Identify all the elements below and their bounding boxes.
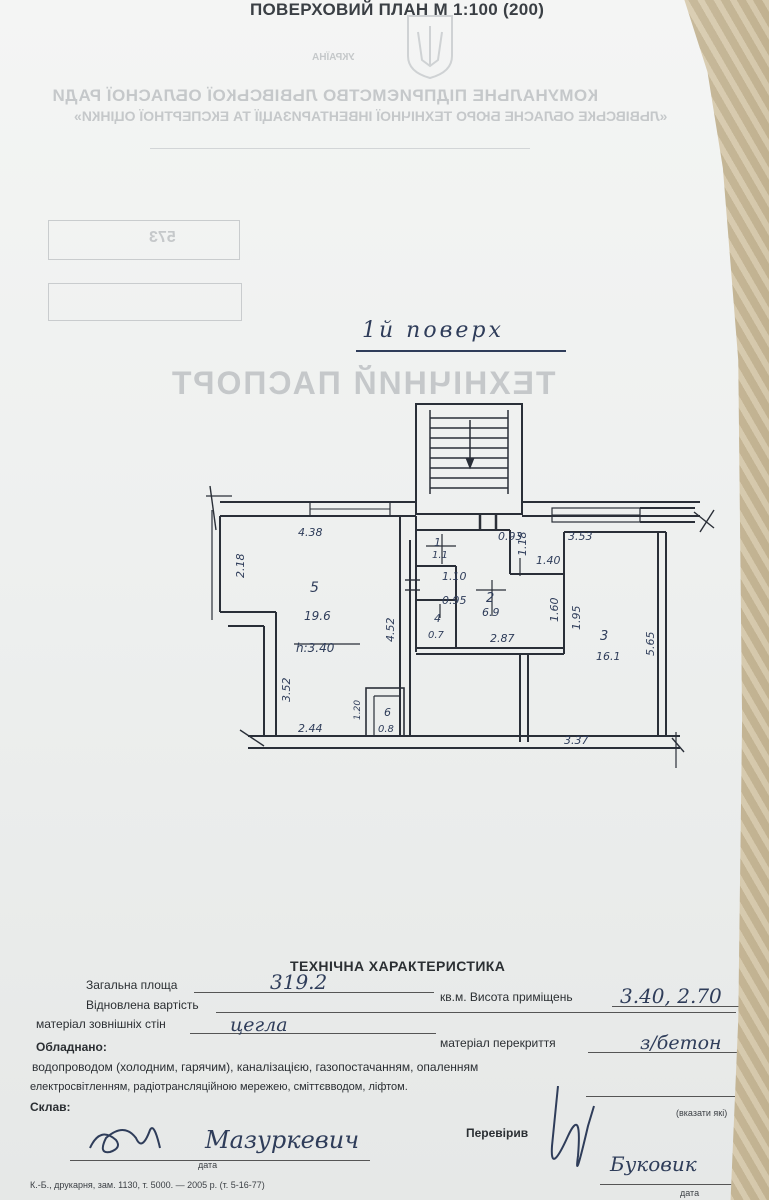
dim-1.18: 1.18 bbox=[516, 532, 529, 557]
checked-signature: Буковик bbox=[610, 1152, 697, 1176]
dim-3.52: 3.52 bbox=[280, 678, 293, 703]
checked-signature-line bbox=[600, 1184, 743, 1185]
ceiling-material-label: матеріал перекриття bbox=[440, 1036, 556, 1050]
height-value: 3.40, 2.70 bbox=[620, 984, 722, 1008]
coat-of-arms-icon bbox=[407, 15, 453, 80]
dim-4.52: 4.52 bbox=[384, 618, 397, 643]
ghost-country: УКРАЇНА bbox=[312, 52, 355, 63]
compiled-signature-line bbox=[70, 1160, 370, 1161]
dim-2.87: 2.87 bbox=[490, 632, 515, 645]
room-4-number: 4 bbox=[434, 612, 441, 625]
dim-2.18: 2.18 bbox=[234, 554, 247, 579]
dim-5.65: 5.65 bbox=[644, 632, 657, 657]
compiled-date-label: дата bbox=[198, 1160, 218, 1170]
room-6-area: 0.8 bbox=[378, 724, 394, 735]
equipped-line-2: електросвітленням, радіотрансляційною ме… bbox=[30, 1081, 408, 1093]
equipped-label: Обладнано: bbox=[36, 1040, 107, 1054]
ghost-box-value: 573 bbox=[149, 229, 176, 246]
total-area-line bbox=[194, 992, 434, 993]
room-2-number: 2 bbox=[486, 591, 494, 606]
dim-1.10: 1.10 bbox=[442, 570, 467, 583]
ceiling-material-line bbox=[588, 1052, 743, 1053]
wall-material-value: цегла bbox=[230, 1014, 288, 1036]
dim-3.37: 3.37 bbox=[564, 734, 589, 747]
dim-2.44: 2.44 bbox=[298, 722, 323, 735]
equipped-extra-line bbox=[586, 1096, 743, 1097]
dim-1.40: 1.40 bbox=[536, 554, 561, 567]
dim-0.95: 0.95 bbox=[442, 594, 467, 607]
checked-label: Перевірив bbox=[466, 1126, 529, 1140]
page-title: ПОВЕРХОВИЙ ПЛАН М 1:100 (200) bbox=[250, 0, 545, 19]
room-1-number: 1 bbox=[434, 536, 441, 549]
specify-note: (вказати які) bbox=[676, 1108, 728, 1118]
room-3-area: 16.1 bbox=[596, 650, 621, 663]
dim-3.53: 3.53 bbox=[568, 530, 593, 543]
dim-1.20: 1.20 bbox=[353, 700, 363, 720]
room-1-area: 1.1 bbox=[432, 550, 448, 561]
restored-cost-label: Відновлена вартість bbox=[86, 998, 199, 1012]
room-5-number: 5 bbox=[310, 580, 319, 596]
checked-date-label: дата bbox=[680, 1188, 700, 1198]
wall-material-label: матеріал зовнішніх стін bbox=[36, 1017, 166, 1031]
room-6-number: 6 bbox=[384, 706, 391, 719]
ceiling-material-value: з/бетон bbox=[640, 1032, 722, 1054]
ghost-box-1: 573 bbox=[48, 220, 240, 260]
equipped-line-1: водопроводом (холодним, гарячим), каналі… bbox=[32, 1060, 479, 1074]
compiled-label: Склав: bbox=[30, 1100, 71, 1114]
floor-plan: 4.38 2.18 0.93 3.53 1.18 1.40 1.10 0.95 … bbox=[206, 403, 715, 768]
room-height: h:3.40 bbox=[296, 641, 335, 655]
dim-4.38: 4.38 bbox=[298, 526, 323, 539]
height-line bbox=[612, 1006, 743, 1007]
dim-0.93: 0.93 bbox=[498, 530, 523, 543]
total-area-value: 319.2 bbox=[270, 970, 328, 994]
print-info: К.-Б., друкарня, зам. 1130, т. 5000. — 2… bbox=[30, 1180, 265, 1190]
compiled-signature-mark-icon bbox=[89, 1127, 161, 1154]
room-2-area: 6.9 bbox=[482, 606, 500, 619]
unit-height-label: кв.м. Висота приміщень bbox=[440, 990, 573, 1004]
ghost-box-2 bbox=[48, 283, 242, 321]
stair-block bbox=[415, 403, 523, 515]
dim-1.95: 1.95 bbox=[570, 606, 583, 631]
room-3-number: 3 bbox=[600, 629, 608, 644]
total-area-label: Загальна площа bbox=[86, 978, 178, 992]
ghost-org-line1: КОМУНАЛЬНЕ ПІДПРИЄМСТВО ЛЬВІВСЬКОЇ ОБЛАС… bbox=[52, 86, 599, 105]
room-5-area: 19.6 bbox=[304, 609, 331, 623]
restored-cost-line bbox=[216, 1012, 736, 1013]
floor-label: 1й поверх bbox=[362, 318, 504, 343]
wall-material-line bbox=[190, 1033, 436, 1034]
room-4-area: 0.7 bbox=[428, 630, 445, 641]
floor-label-underline bbox=[356, 350, 566, 352]
compiled-signature: Мазуркевич bbox=[205, 1126, 360, 1154]
ghost-org-line2: «ЛЬВІВСЬКЕ ОБЛАСНЕ БЮРО ТЕХНІЧНОЇ ІНВЕНТ… bbox=[74, 108, 668, 124]
checked-signature-mark-icon bbox=[550, 1086, 595, 1167]
dim-1.60: 1.60 bbox=[548, 598, 561, 623]
ghost-line bbox=[150, 148, 530, 149]
characteristics-title: ТЕХНІЧНА ХАРАКТЕРИСТИКА bbox=[290, 958, 506, 974]
